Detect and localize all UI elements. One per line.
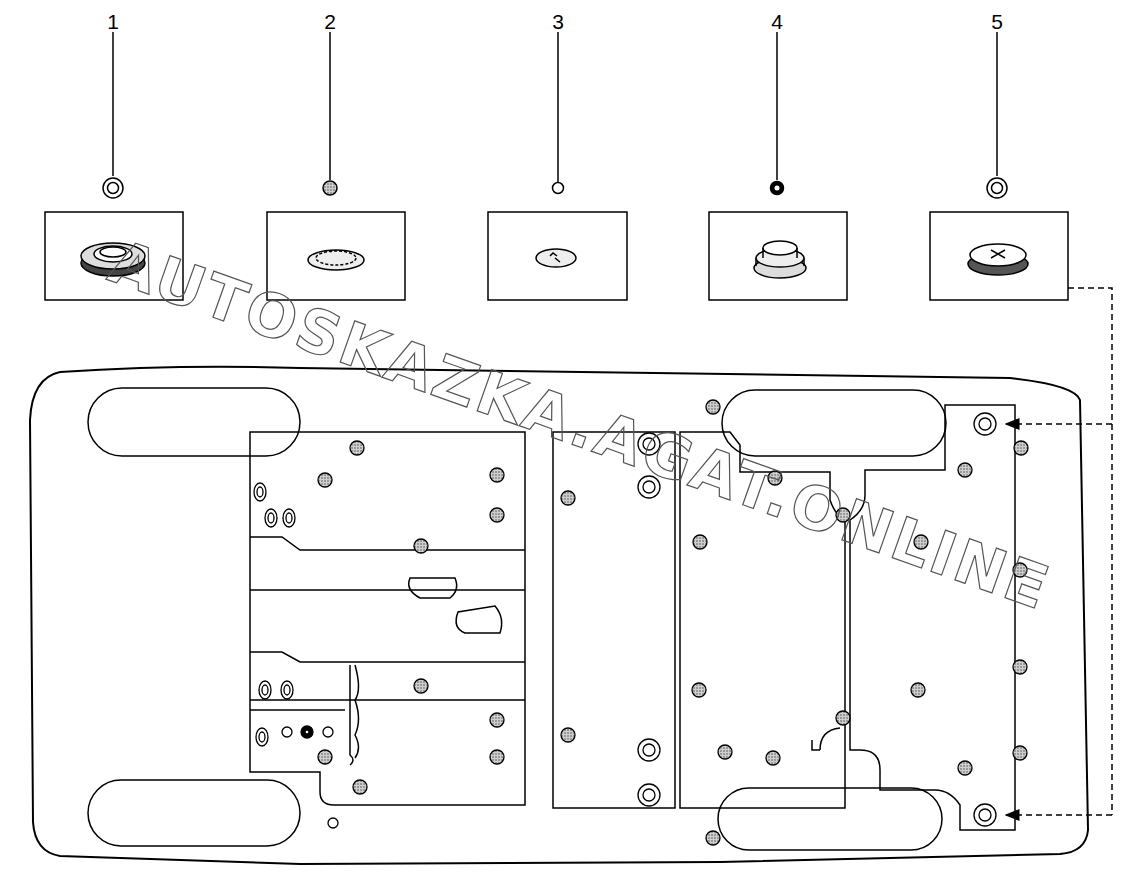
plug-symbol <box>305 730 309 734</box>
plug-symbol <box>643 744 655 756</box>
callout-number: 3 <box>552 10 564 34</box>
plug-symbol <box>718 745 732 759</box>
plug-symbol <box>706 831 720 845</box>
plug-symbol <box>353 780 367 794</box>
plug-symbol <box>254 483 266 501</box>
plug-symbol <box>318 750 332 764</box>
plug-symbol <box>958 761 972 775</box>
plug-symbol <box>268 513 274 523</box>
plug-symbol <box>958 463 972 477</box>
plug-symbol <box>979 418 991 430</box>
plug-symbol <box>281 681 293 699</box>
plug-symbol <box>979 809 991 821</box>
plug-symbol <box>490 713 504 727</box>
plug-symbol <box>350 441 364 455</box>
plug-symbol <box>638 784 660 806</box>
plug-symbol <box>692 683 706 697</box>
callout-number: 1 <box>107 10 119 34</box>
plug-symbol <box>318 473 332 487</box>
plug-symbol <box>706 400 720 414</box>
plug-symbol <box>265 509 277 527</box>
plug-symbol <box>693 535 707 549</box>
plug-symbol <box>323 727 333 737</box>
plug-symbol <box>1013 746 1027 760</box>
callout-number: 5 <box>991 10 1003 34</box>
plug-symbol <box>259 732 265 742</box>
plug-symbol <box>301 726 313 738</box>
plug-symbol <box>643 789 655 801</box>
plug-symbol <box>1013 660 1027 674</box>
plug-symbol <box>257 487 263 497</box>
callout-number: 2 <box>324 10 336 34</box>
plug-symbol <box>1014 441 1028 455</box>
plug-symbol <box>638 739 660 761</box>
plug-symbol <box>490 508 504 522</box>
plug-symbol <box>911 683 925 697</box>
plug-symbol <box>259 681 271 699</box>
plug-symbol <box>282 727 292 737</box>
watermark: AUTOSKAZKA.AGAT.ONLINE <box>100 226 1059 623</box>
plug-symbol <box>836 711 850 725</box>
plug-symbol <box>262 685 268 695</box>
plug-symbol <box>490 468 504 482</box>
plug-symbol <box>414 539 428 553</box>
plug-symbol <box>561 728 575 742</box>
plug-symbol <box>283 509 295 527</box>
plug-symbol <box>766 751 780 765</box>
plug-symbol <box>286 513 292 523</box>
plug-symbol <box>974 804 996 826</box>
plug-symbol <box>974 413 996 435</box>
plug-symbol <box>256 728 268 746</box>
callout-number: 4 <box>771 10 783 34</box>
plug-symbol <box>414 679 428 693</box>
plug-symbol <box>328 818 338 828</box>
plug-symbol <box>561 491 575 505</box>
plug-symbol <box>490 750 504 764</box>
plug-symbol <box>284 685 290 695</box>
